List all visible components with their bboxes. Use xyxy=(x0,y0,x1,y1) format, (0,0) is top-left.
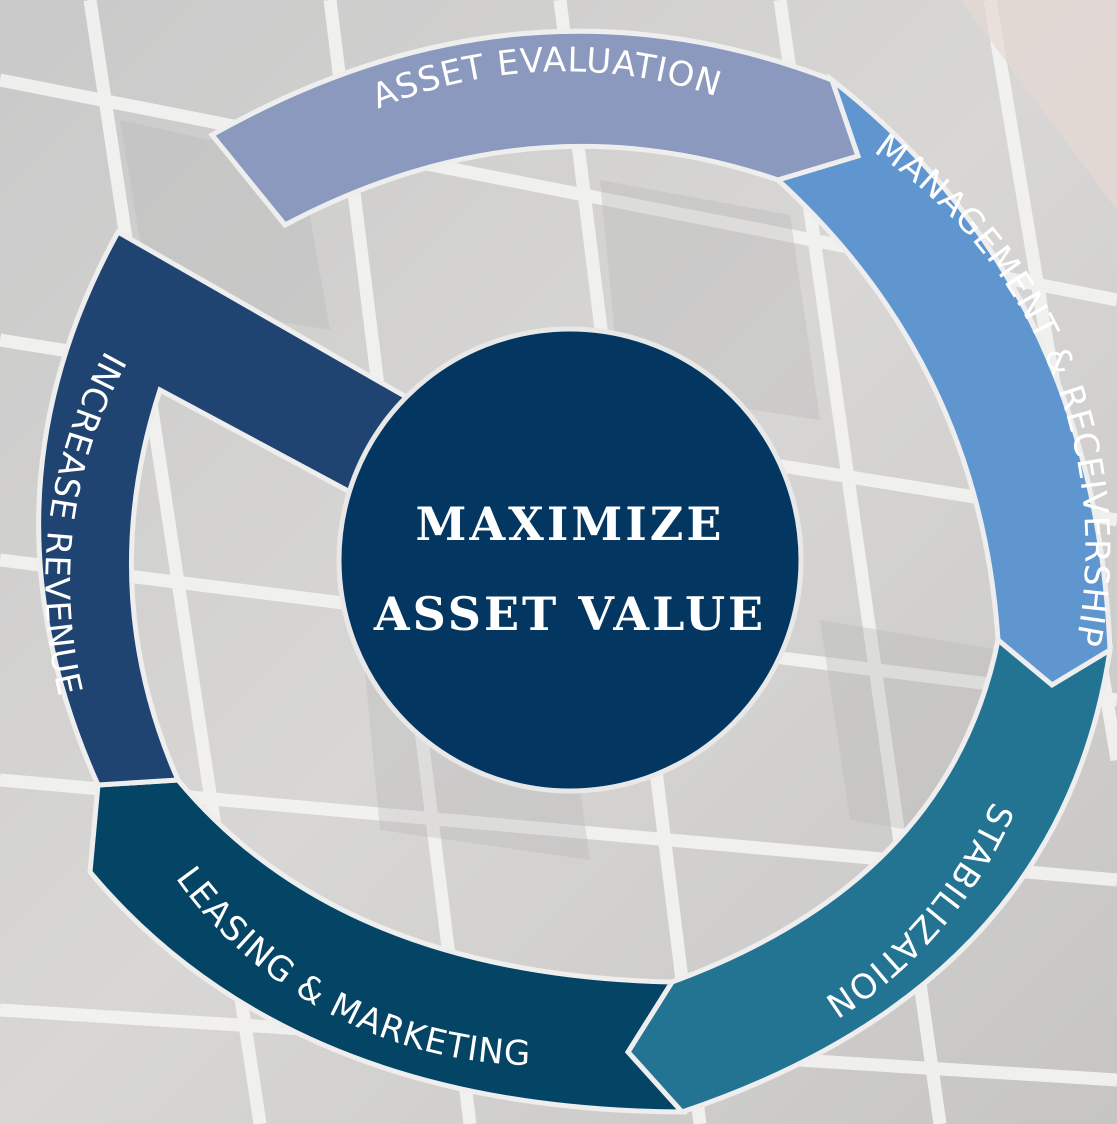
center-title-line1: MAXIMIZE xyxy=(416,497,725,551)
center-title-line2: ASSET VALUE xyxy=(373,587,766,641)
center-circle-shape xyxy=(336,326,804,794)
cycle-ring xyxy=(36,28,1114,1115)
segment-leasing-marketing[interactable] xyxy=(87,777,688,1115)
center-circle: MAXIMIZE ASSET VALUE xyxy=(336,326,804,794)
segment-increase-revenue[interactable] xyxy=(36,228,419,788)
